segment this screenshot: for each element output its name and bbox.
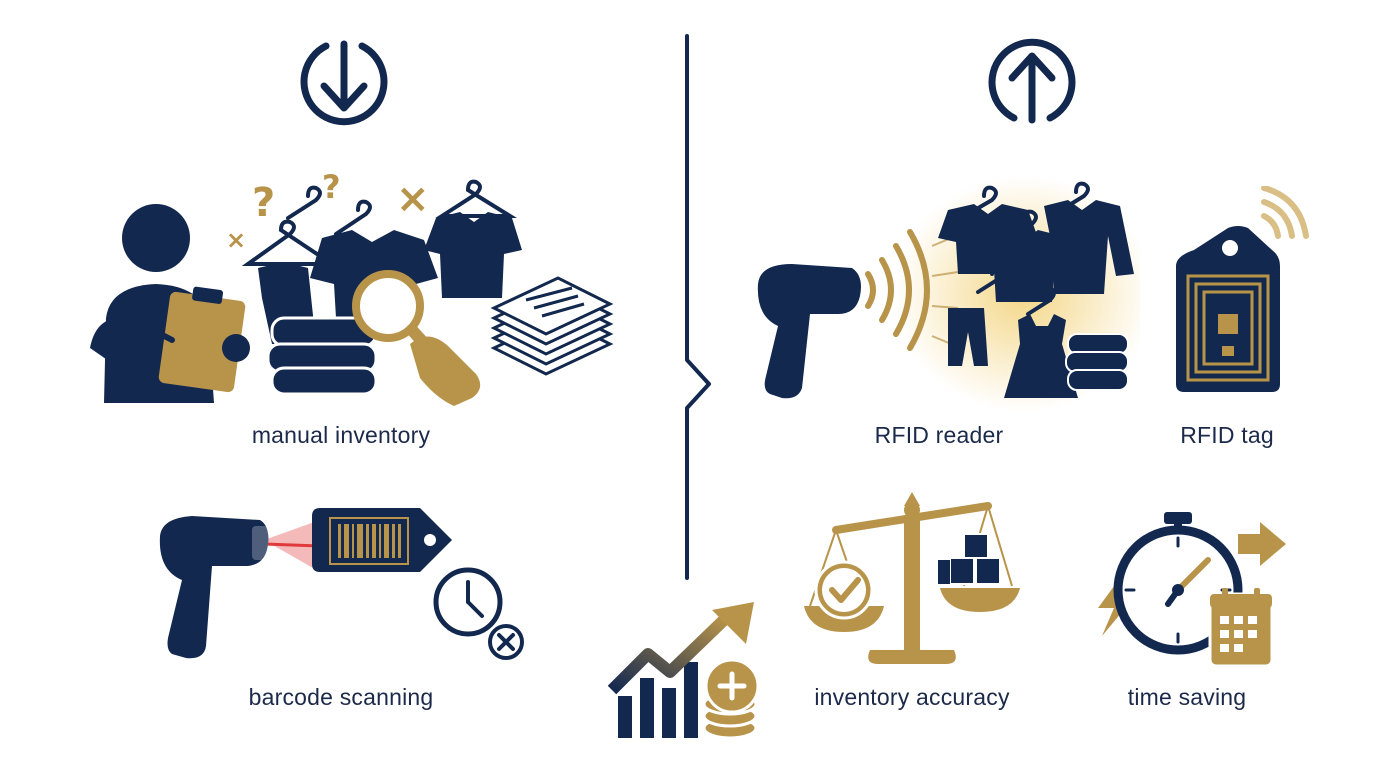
svg-text:×: × xyxy=(396,176,430,222)
rfid-tag-label: RFID tag xyxy=(1180,422,1274,448)
time-saving-label: time saving xyxy=(1127,684,1247,710)
manual-inventory-icon: ? ? × × xyxy=(90,168,614,406)
balance-scale-icon xyxy=(804,492,1020,664)
svg-text:×: × xyxy=(226,226,246,254)
svg-text:?: ? xyxy=(322,168,341,206)
divider-line xyxy=(685,34,711,580)
growth-chart-coins-icon xyxy=(608,602,760,740)
rfid-tag-icon xyxy=(1176,186,1309,392)
svg-text:?: ? xyxy=(252,180,275,226)
barcode-scanner-icon xyxy=(159,508,524,660)
arrow-up-circle-icon xyxy=(988,38,1076,124)
inventory-accuracy-label: inventory accuracy xyxy=(814,684,1010,710)
rfid-reader-label: RFID reader xyxy=(874,422,1004,448)
rfid-reader-icon xyxy=(757,176,1140,412)
manual-inventory-label: manual inventory xyxy=(251,422,431,448)
barcode-scanning-label: barcode scanning xyxy=(248,684,434,710)
stopwatch-icon xyxy=(1098,512,1286,668)
arrow-down-circle-icon xyxy=(300,40,388,126)
